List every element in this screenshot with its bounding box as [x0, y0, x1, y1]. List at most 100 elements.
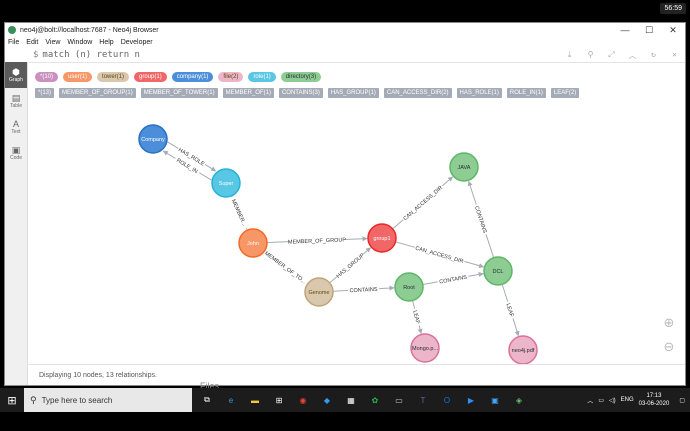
app-icon-2[interactable]: ▣: [491, 395, 499, 405]
outlook-icon[interactable]: O: [443, 395, 451, 405]
node-caption: Super: [219, 181, 234, 187]
node-caption: Genome: [308, 290, 329, 296]
tray-chevron-icon[interactable]: ︿: [587, 398, 594, 405]
network-icon[interactable]: ▭: [598, 397, 604, 404]
menu-edit[interactable]: Edit: [26, 39, 39, 46]
label-pill[interactable]: tower(1): [97, 72, 130, 82]
relationship-tag[interactable]: CONTAINS(3): [278, 88, 323, 98]
close-button[interactable]: ✕: [669, 24, 677, 35]
relationship-label-bg: [400, 182, 445, 223]
sidebar-item-text[interactable]: A Text: [11, 119, 21, 135]
taskbar-search-placeholder: Type here to search: [41, 395, 113, 405]
label-pill[interactable]: role(1): [248, 72, 276, 82]
bottom-letterbox: [0, 412, 690, 431]
relationship-label: CONTAINS: [439, 275, 468, 286]
graph-node-company[interactable]: [138, 124, 168, 154]
collapse-icon[interactable]: ︿: [628, 50, 637, 60]
graph-node-mongo[interactable]: [410, 333, 440, 363]
volume-icon[interactable]: ◁): [608, 397, 616, 404]
node-caption: Root: [403, 285, 415, 291]
relationship-tag[interactable]: ROLE_IN(1): [506, 88, 546, 98]
language-indicator[interactable]: ENG: [620, 397, 634, 403]
expand-icon[interactable]: ⤢: [608, 49, 615, 59]
maximize-button[interactable]: ☐: [644, 24, 654, 35]
graph-node-group1[interactable]: [367, 223, 397, 253]
minimize-button[interactable]: —: [620, 24, 630, 35]
sidebar-item-graph[interactable]: ⬢ Graph: [5, 62, 27, 88]
graph-node-dcl[interactable]: [483, 256, 513, 286]
zoom-icon[interactable]: ▶: [467, 395, 475, 405]
relationship-tag[interactable]: HAS_ROLE(1): [456, 88, 502, 98]
close-frame-icon[interactable]: ✕: [672, 49, 677, 59]
app-icon[interactable]: ▦: [347, 395, 355, 405]
window-title: neo4j@bolt://localhost:7687 - Neo4j Brow…: [20, 26, 159, 34]
store-icon[interactable]: ⊞: [275, 395, 283, 405]
relationship-tag[interactable]: MEMBER_OF_GROUP(1): [59, 88, 136, 98]
query-editor[interactable]: $ match (n) return n ⤓ ⚲ ⤢ ︿ ↻ ✕: [29, 48, 685, 63]
relationship-label-bg: [436, 272, 470, 286]
relationship-tag[interactable]: MEMBER_OF_TOWER(1): [140, 88, 218, 98]
robo3t-icon[interactable]: ✿: [371, 395, 379, 405]
graph-node-john[interactable]: [238, 228, 268, 258]
query-text[interactable]: match (n) return n: [42, 50, 140, 60]
label-pill[interactable]: file(2): [218, 72, 244, 82]
relationship-label-bg: [472, 203, 490, 236]
terminal-icon[interactable]: ▭: [395, 395, 403, 405]
node-labels-row: *(10) user(1) tower(1) group(1) company(1) fi…: [35, 72, 326, 82]
graph-canvas[interactable]: HAS_ROLEROLE_INMEMBER...MEMBER_OF_GROUPM…: [27, 101, 686, 367]
menu-window[interactable]: Window: [67, 39, 93, 46]
label-pill[interactable]: *(10): [35, 72, 59, 82]
zoom-in-icon[interactable]: ⊕: [663, 315, 675, 330]
graph-icon: ⬢: [12, 67, 20, 77]
rerun-icon[interactable]: ↻: [651, 49, 656, 59]
node-caption: John: [247, 241, 259, 247]
relationship-label: MEMBER_OF_GROUP: [288, 237, 347, 245]
sidebar-item-code[interactable]: ▣ Code: [10, 145, 22, 161]
sidebar-item-table[interactable]: ▤ Table: [10, 93, 22, 109]
relationship-label: HAS_GROUP: [336, 252, 366, 279]
download-icon[interactable]: ⤓: [567, 49, 572, 59]
node-caption: Company: [141, 137, 165, 143]
menu-view[interactable]: View: [45, 39, 61, 46]
relationship-tag[interactable]: *(13): [35, 88, 55, 98]
editor-prompt: $: [33, 50, 39, 60]
windows-taskbar: ⊞ ⚲ Type here to search ⧉ e ▬ ⊞ ◉ ◆ ▦ ✿ ▭ T O ▶ ▣ ◈ ︿…: [0, 388, 690, 412]
relationship-label-bg: [261, 247, 311, 287]
windows-start-icon[interactable]: ⊞: [7, 394, 17, 407]
search-icon: ⚲: [30, 394, 37, 405]
file-explorer-icon[interactable]: ▬: [251, 395, 259, 405]
label-pill[interactable]: directory(3): [280, 72, 322, 82]
vscode-icon[interactable]: ◆: [323, 395, 331, 405]
label-pill[interactable]: group(1): [134, 72, 167, 82]
notification-icon[interactable]: ▢: [679, 397, 685, 404]
view-sidebar: ⬢ Graph ▤ Table A Text ▣ Code: [5, 62, 28, 385]
taskbar-clock[interactable]: 17:13 03-06-2020: [639, 392, 675, 408]
menu-developer[interactable]: Developer: [120, 39, 153, 46]
label-pill[interactable]: company(1): [171, 72, 214, 82]
graph-node-super[interactable]: [211, 168, 241, 198]
chrome-icon[interactable]: ◉: [299, 395, 307, 405]
pin-icon[interactable]: ⚲: [587, 49, 594, 59]
menu-file[interactable]: File: [8, 39, 20, 46]
node-caption: neo4j.pdf: [512, 348, 535, 354]
menu-help[interactable]: Help: [99, 39, 114, 46]
relationship-label-bg: [228, 195, 251, 230]
zoom-out-icon[interactable]: ⊖: [663, 339, 675, 354]
graph-node-genome[interactable]: [304, 277, 334, 307]
relationship-tag[interactable]: CAN_ACCESS_DIR(2): [383, 88, 452, 98]
edge-icon[interactable]: e: [228, 395, 234, 405]
relationship-label: MEMBER_OF_TO...: [263, 251, 307, 286]
graph-node-root[interactable]: [394, 272, 424, 302]
window-controls: — ☐ ✕: [613, 25, 685, 36]
node-caption: DCL: [492, 269, 503, 275]
relationship-tag[interactable]: MEMBER_OF(1): [222, 88, 274, 98]
neo4j-icon[interactable]: ◈: [515, 395, 523, 405]
taskbar-search-box[interactable]: ⚲ Type here to search: [24, 388, 192, 412]
relationship-tag[interactable]: HAS_GROUP(1): [327, 88, 379, 98]
task-view-icon[interactable]: ⧉: [204, 395, 210, 404]
label-pill[interactable]: user(1): [63, 72, 93, 82]
code-icon: ▣: [11, 145, 21, 155]
relationship-tag[interactable]: LEAF(2): [550, 88, 580, 98]
graph-node-java[interactable]: [449, 152, 479, 182]
teams-icon[interactable]: T: [420, 395, 426, 405]
